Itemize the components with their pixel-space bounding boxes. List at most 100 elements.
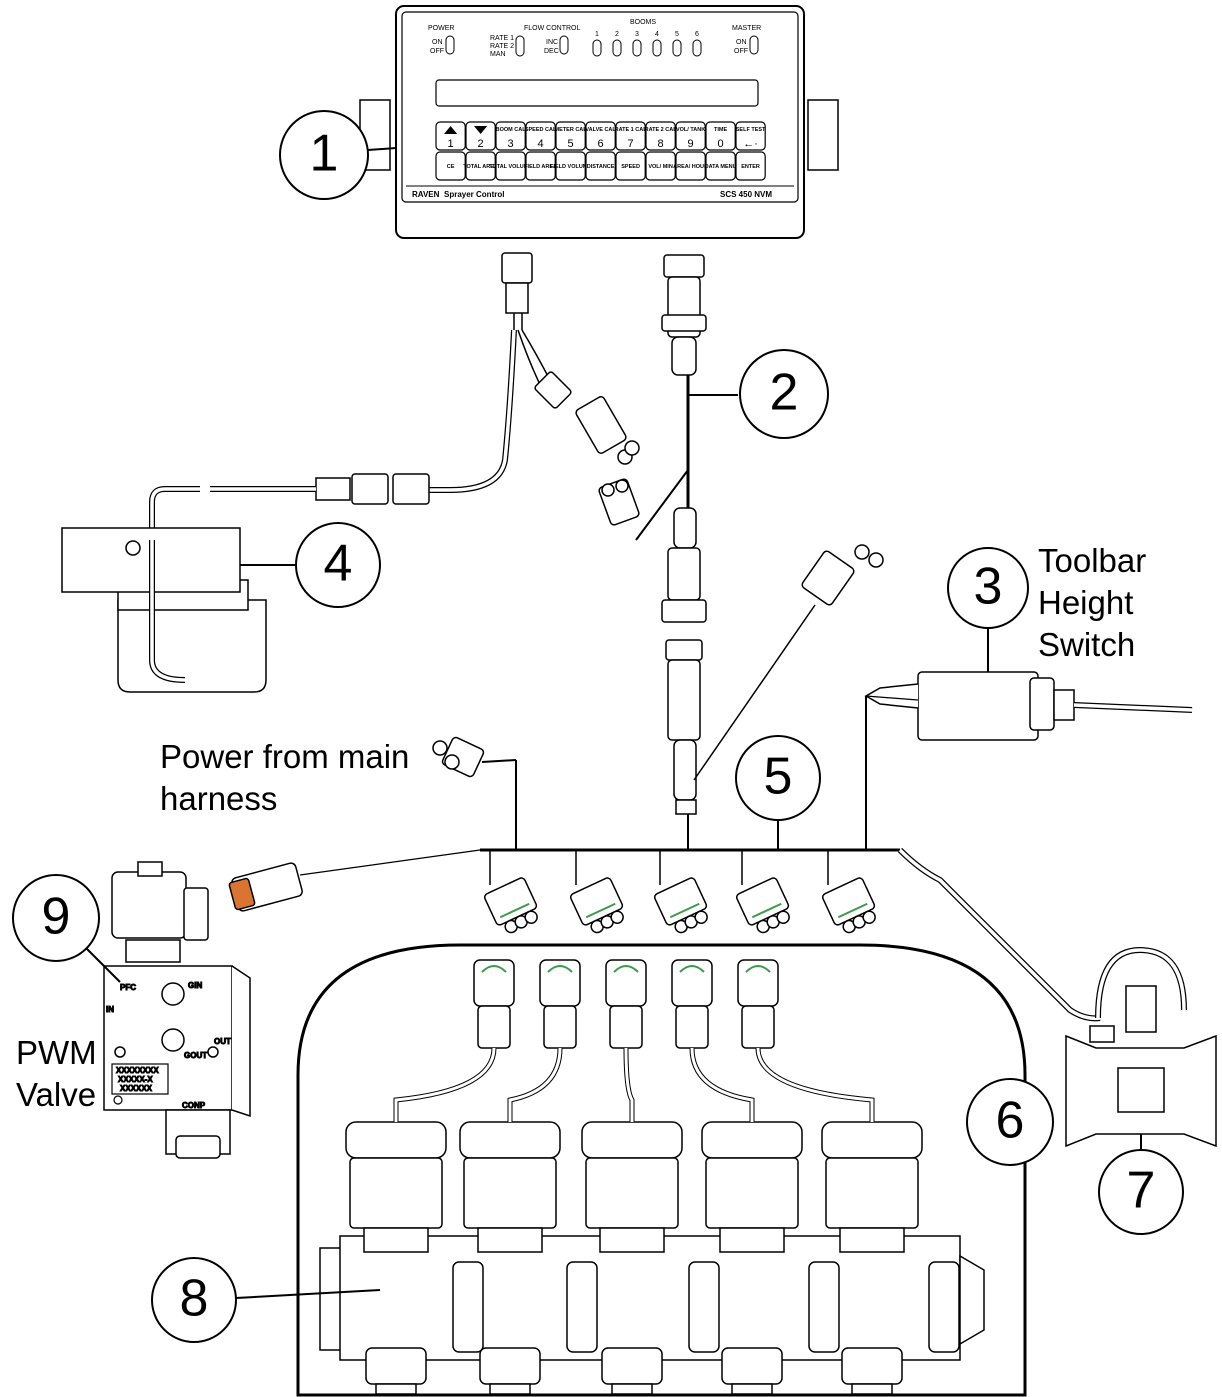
rate1-label: RATE 1 xyxy=(490,35,514,42)
keypad-key-label: DISTANCE xyxy=(587,164,615,170)
keypad-key-function-label: TIME xyxy=(714,127,727,133)
product-label: Sprayer Control xyxy=(444,190,504,199)
pwm-caption-line-2: Valve xyxy=(16,1076,96,1113)
keypad-key-row1-8[interactable]: RATE 2 CAL 8 xyxy=(645,122,678,150)
boom-switch-5[interactable] xyxy=(673,40,681,56)
keypad-key-label: CE xyxy=(447,164,455,170)
callout-5-number: 5 xyxy=(764,748,793,806)
keypad-key-label: ENTER xyxy=(741,164,760,170)
keypad-key-label: SPEED xyxy=(621,164,640,170)
boom-switch-4[interactable] xyxy=(653,40,661,56)
two-pin-connector-a xyxy=(534,371,639,464)
keypad-key-number: 8 xyxy=(658,138,664,150)
in-label: IN xyxy=(106,1005,114,1014)
boom-switch-6[interactable] xyxy=(693,40,701,56)
keypad-key-row1-2[interactable]: 2 xyxy=(466,122,495,150)
callout-3-number: 3 xyxy=(974,558,1003,616)
callout-9-number: 9 xyxy=(42,888,71,946)
power-caption-line-1: Power from main xyxy=(160,738,409,775)
callout-4-number: 4 xyxy=(324,535,353,593)
boom-number: 1 xyxy=(595,31,599,38)
master-off-label: OFF xyxy=(734,48,748,55)
toolbar-caption-line-2: Height xyxy=(1038,584,1133,621)
master-switch[interactable] xyxy=(750,36,758,54)
toolbar-caption-line-1: Toolbar xyxy=(1038,542,1146,579)
callout-7: 7 xyxy=(1099,1150,1183,1234)
keypad-key-label: DATA MENU xyxy=(705,164,737,170)
serial-line-2: XXXXX-X xyxy=(118,1075,153,1084)
pwm-connector xyxy=(229,862,304,912)
manifold-body xyxy=(320,1236,984,1360)
power-on-label: ON xyxy=(432,39,443,46)
speed-sensor xyxy=(62,528,296,692)
boom-number: 5 xyxy=(675,31,679,38)
sprayer-console: POWER FLOW CONTROL BOOMS MASTER ON OFF R… xyxy=(360,6,838,238)
keypad-key-row2-8[interactable]: VOL/ MIN xyxy=(646,152,675,180)
keypad-key-label: VOL/ MIN xyxy=(648,164,672,170)
keypad-key-function-label: SELF TEST xyxy=(736,127,766,133)
callout-6-number: 6 xyxy=(996,1092,1025,1150)
callout-1-number: 1 xyxy=(310,125,339,183)
keypad-key-row1-7[interactable]: RATE 1 CAL 7 xyxy=(615,122,648,150)
gout-label: GOUT xyxy=(184,1051,207,1060)
pwm-caption-line-1: PWM xyxy=(16,1034,97,1071)
boom-switch-2[interactable] xyxy=(613,40,621,56)
callout-3: 3 xyxy=(948,548,1028,628)
keypad-key-row1-11[interactable]: SELF TEST ←· xyxy=(736,122,766,150)
main-harness-cable xyxy=(636,255,738,850)
pfc-label: PFC xyxy=(120,983,136,992)
boom-number: 4 xyxy=(655,31,659,38)
callout-8-number: 8 xyxy=(180,1270,209,1328)
keypad-key-number: ←· xyxy=(743,138,758,150)
boom-switch-1[interactable] xyxy=(593,40,601,56)
brand-label: RAVEN xyxy=(412,190,440,199)
power-off-label: OFF xyxy=(430,48,444,55)
out-label: OUT xyxy=(214,1037,231,1046)
callout-9: 9 xyxy=(13,875,120,982)
keypad-key-number: 1 xyxy=(448,138,454,150)
keypad-key-row2-6[interactable]: DISTANCE xyxy=(586,152,615,180)
display-window xyxy=(436,80,758,106)
rate2-label: RATE 2 xyxy=(490,43,514,50)
keypad-key-number: 9 xyxy=(688,138,694,150)
keypad-key-row2-1[interactable]: CE xyxy=(436,152,465,180)
keypad-key-row2-7[interactable]: SPEED xyxy=(616,152,645,180)
keypad-key-number: 4 xyxy=(538,138,544,150)
man-label: MAN xyxy=(490,51,506,58)
keypad-key-function-label: RATE 2 CAL xyxy=(645,127,678,133)
keypad-key-number: 2 xyxy=(478,138,484,150)
boom-switch-3[interactable] xyxy=(633,40,641,56)
three-pin-connector-5 xyxy=(821,877,880,937)
keypad-key-row2-10[interactable]: DATA MENU xyxy=(705,152,737,180)
dec-label: DEC xyxy=(544,48,559,55)
keypad-key-row2-9[interactable]: AREA/ HOUR xyxy=(673,152,708,180)
keypad-key-number: 7 xyxy=(628,138,634,150)
power-caption-line-2: harness xyxy=(160,780,277,817)
callout-7-number: 7 xyxy=(1127,1162,1156,1220)
booms-label: BOOMS xyxy=(630,19,656,26)
keypad-key-row1-1[interactable]: 1 xyxy=(436,122,465,150)
keypad-key-label: AREA/ HOUR xyxy=(673,164,708,170)
keypad-key-row2-11[interactable]: ENTER xyxy=(736,152,765,180)
keypad-key-function-label: RATE 1 CAL xyxy=(615,127,648,133)
three-pin-connector-1 xyxy=(483,877,542,937)
inc-dec-switch[interactable] xyxy=(560,36,568,54)
keypad-key-row1-4[interactable]: SPEED CAL 4 xyxy=(525,122,557,150)
power-switch[interactable] xyxy=(446,36,454,54)
keypad-key-row2-5[interactable]: FIELD VOLUME xyxy=(550,152,591,180)
callout-8: 8 xyxy=(152,1258,236,1342)
keypad-key-function-label: SPEED CAL xyxy=(525,127,557,133)
callout-4: 4 xyxy=(296,523,380,607)
keypad-key-label: FIELD VOLUME xyxy=(550,164,591,170)
flow-mode-switch[interactable] xyxy=(516,36,524,56)
boom-number: 3 xyxy=(635,31,639,38)
two-pin-connector-b xyxy=(598,478,640,526)
callout-6: 6 xyxy=(967,1079,1053,1165)
serial-line-3: XXXXXX xyxy=(120,1084,153,1093)
boom-number: 6 xyxy=(695,31,699,38)
